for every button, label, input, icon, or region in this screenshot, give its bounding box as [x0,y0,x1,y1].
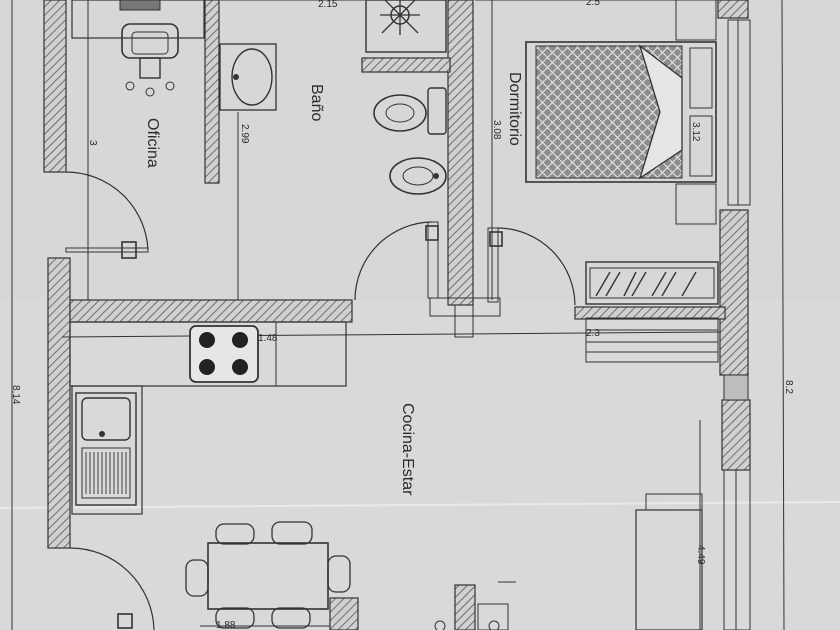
office-door-swing [65,171,149,251]
wall-bath-right [447,0,474,306]
room-label-bano: Baño [308,84,325,121]
wall-bath-top [361,57,451,73]
dim-estar-depth: 4.49 [695,545,706,565]
dim-bed-length: 3.12 [690,122,701,142]
dimension-line-right [781,0,785,630]
double-bed-icon [525,0,717,225]
dim-dormitorio-height: 3.08 [491,120,502,140]
wall-office-bottom [69,299,353,323]
dim-dormitorio-top: 2.5 [586,0,600,8]
room-label-oficina: Oficina [144,118,161,168]
shower-drain-icon [380,0,420,35]
dim-corridor-width: 2.3 [586,328,600,339]
dim-oficina-height: 3 [87,140,98,146]
wall-right-lower [721,399,751,471]
shower-tray [365,0,447,53]
room-label-cocina-estar: Cocina-Estar [399,403,416,496]
office-desk [71,0,205,39]
entry-door-swing [69,547,155,630]
dim-kitchen-counter: 1.48 [258,333,278,344]
toilet-icon [373,87,447,135]
dim-total-left: 8.14 [10,385,21,405]
kitchen-sink-icon [75,392,137,506]
cooktop-icon [189,325,259,383]
wardrobe-icon [585,261,719,305]
wall-stub-bottom-2 [329,597,359,630]
bidet-icon [389,157,447,195]
dim-bano-width-top: 2.15 [318,0,338,10]
radiator-icon [585,317,719,363]
wall-right-upper [717,0,749,19]
wall-left-upper [43,0,67,173]
wall-bedroom-bottom [574,306,726,320]
dim-total-right: 8.2 [783,380,794,394]
wall-bath-left [204,0,220,184]
wall-left-lower [47,257,71,549]
wall-right-mid [719,209,749,376]
dining-table-icon [185,521,351,629]
kitchen-counter [69,321,347,387]
washbasin-icon [219,43,277,111]
office-chair-icon [121,23,179,97]
dim-bano-height: 2.99 [239,124,250,144]
dim-table-width: 1.88 [216,620,236,630]
bedroom-door-swing [497,227,576,306]
bath-door-swing [354,221,433,301]
room-label-dormitorio: Dormitorio [506,72,523,146]
wall-stub-bottom [454,584,476,630]
